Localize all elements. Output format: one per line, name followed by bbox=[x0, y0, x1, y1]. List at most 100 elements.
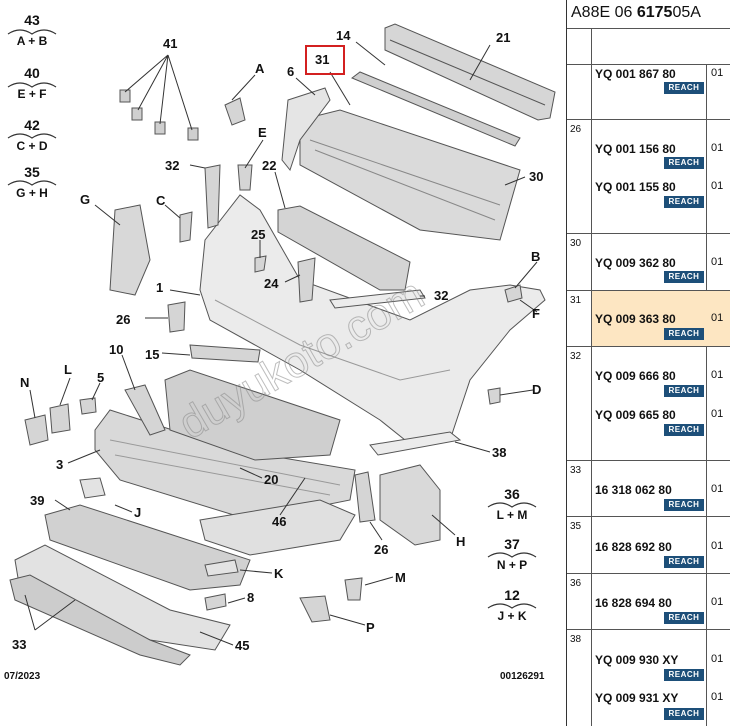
callout-1[interactable]: 1 bbox=[156, 280, 164, 295]
exploded-parts-diagram: duyukoto.com 41 14 21 31 6 A E 22 32 30 … bbox=[4, 12, 556, 682]
callout-G[interactable]: G bbox=[80, 192, 91, 207]
group-number: 43 bbox=[24, 12, 40, 28]
parts-drawing: duyukoto.com bbox=[7, 23, 556, 666]
row-highlight bbox=[592, 291, 730, 346]
callout-N[interactable]: N bbox=[20, 375, 30, 390]
footer-code: 00126291 bbox=[500, 671, 545, 682]
quantity: 01 bbox=[711, 369, 724, 381]
divider bbox=[567, 28, 730, 29]
callout-6[interactable]: 6 bbox=[287, 64, 295, 79]
callout-32-top[interactable]: 32 bbox=[165, 158, 180, 173]
callout-30[interactable]: 30 bbox=[529, 169, 544, 184]
callout-5[interactable]: 5 bbox=[97, 370, 105, 385]
group-parts: N + P bbox=[496, 558, 528, 572]
callout-33[interactable]: 33 bbox=[12, 637, 27, 652]
ref-prefix: A88E 06 bbox=[571, 4, 633, 21]
callout-P[interactable]: P bbox=[366, 620, 375, 635]
callout-C[interactable]: C bbox=[156, 193, 166, 208]
group-parts: E + F bbox=[17, 87, 47, 101]
part-number: 16 828 692 80 bbox=[595, 540, 672, 554]
row-divider bbox=[567, 573, 730, 574]
row-divider bbox=[567, 119, 730, 120]
ref-suffix: 05A bbox=[672, 4, 701, 21]
callout-M[interactable]: M bbox=[395, 570, 406, 585]
group-number: 36 bbox=[504, 486, 520, 502]
callout-32-right[interactable]: 32 bbox=[434, 288, 449, 303]
ref-number: 38 bbox=[570, 634, 582, 645]
group-number: 42 bbox=[24, 117, 40, 133]
quantity: 01 bbox=[711, 691, 724, 703]
callout-J[interactable]: J bbox=[134, 505, 142, 520]
row-divider bbox=[567, 346, 730, 347]
callout-E[interactable]: E bbox=[258, 125, 267, 140]
quantity: 01 bbox=[711, 540, 724, 552]
divider bbox=[567, 64, 730, 65]
callout-14[interactable]: 14 bbox=[336, 28, 351, 43]
reach-badge: REACH bbox=[664, 708, 704, 720]
callout-3[interactable]: 3 bbox=[56, 457, 64, 472]
callout-20[interactable]: 20 bbox=[264, 472, 279, 487]
callout-26-left[interactable]: 26 bbox=[116, 312, 131, 327]
ref-number: 35 bbox=[570, 521, 582, 532]
callout-A[interactable]: A bbox=[255, 61, 265, 76]
quantity: 01 bbox=[711, 596, 724, 608]
callout-45[interactable]: 45 bbox=[235, 638, 250, 653]
callout-F[interactable]: F bbox=[532, 306, 540, 321]
group-number: 35 bbox=[24, 164, 40, 180]
reach-badge: REACH bbox=[664, 196, 704, 208]
callout-26-bottom[interactable]: 26 bbox=[374, 542, 389, 557]
group-36[interactable]: 36 L + M bbox=[484, 486, 540, 522]
callout-H[interactable]: H bbox=[456, 534, 466, 549]
quantity: 01 bbox=[711, 653, 724, 665]
callout-41[interactable]: 41 bbox=[163, 36, 178, 51]
callout-24[interactable]: 24 bbox=[264, 276, 279, 291]
group-parts: L + M bbox=[496, 508, 528, 522]
row-divider bbox=[567, 516, 730, 517]
ref-bold: 6175 bbox=[636, 4, 673, 21]
callout-38[interactable]: 38 bbox=[492, 445, 507, 460]
callout-21[interactable]: 21 bbox=[496, 30, 511, 45]
reach-badge: REACH bbox=[664, 328, 704, 340]
group-43[interactable]: 43 A + B bbox=[4, 12, 60, 48]
callout-10[interactable]: 10 bbox=[109, 342, 124, 357]
reach-badge: REACH bbox=[664, 499, 704, 511]
ref-number: 36 bbox=[570, 578, 582, 589]
footer-date: 07/2023 bbox=[4, 671, 41, 682]
group-parts: A + B bbox=[16, 34, 48, 48]
callout-K[interactable]: K bbox=[274, 566, 284, 581]
callout-39[interactable]: 39 bbox=[30, 493, 45, 508]
quantity: 01 bbox=[711, 142, 724, 154]
ref-number: 33 bbox=[570, 465, 582, 476]
group-parts: J + K bbox=[497, 609, 527, 623]
quantity: 01 bbox=[711, 256, 724, 268]
callout-46[interactable]: 46 bbox=[272, 514, 287, 529]
quantity: 01 bbox=[711, 67, 724, 79]
part-number: 16 828 694 80 bbox=[595, 596, 672, 610]
callout-25[interactable]: 25 bbox=[251, 227, 266, 242]
callout-22[interactable]: 22 bbox=[262, 158, 277, 173]
callout-8[interactable]: 8 bbox=[247, 590, 255, 605]
callout-D[interactable]: D bbox=[532, 382, 542, 397]
ref-number: 32 bbox=[570, 351, 582, 362]
reach-badge: REACH bbox=[664, 385, 704, 397]
part-number: YQ 009 363 80 bbox=[595, 312, 676, 326]
callout-B[interactable]: B bbox=[531, 249, 541, 264]
reference-header: A88E 06 617505A bbox=[571, 4, 701, 22]
reach-badge: REACH bbox=[664, 82, 704, 94]
callout-15[interactable]: 15 bbox=[145, 347, 160, 362]
reach-badge: REACH bbox=[664, 424, 704, 436]
part-number: YQ 009 931 XY bbox=[595, 691, 679, 705]
ref-number: 30 bbox=[570, 238, 582, 249]
ref-number: 26 bbox=[570, 124, 582, 135]
ref-number: 31 bbox=[570, 295, 582, 306]
row-divider bbox=[567, 290, 730, 291]
callout-31[interactable]: 31 bbox=[315, 52, 330, 67]
reach-badge: REACH bbox=[664, 612, 704, 624]
callout-L[interactable]: L bbox=[64, 362, 72, 377]
reach-badge: REACH bbox=[664, 556, 704, 568]
